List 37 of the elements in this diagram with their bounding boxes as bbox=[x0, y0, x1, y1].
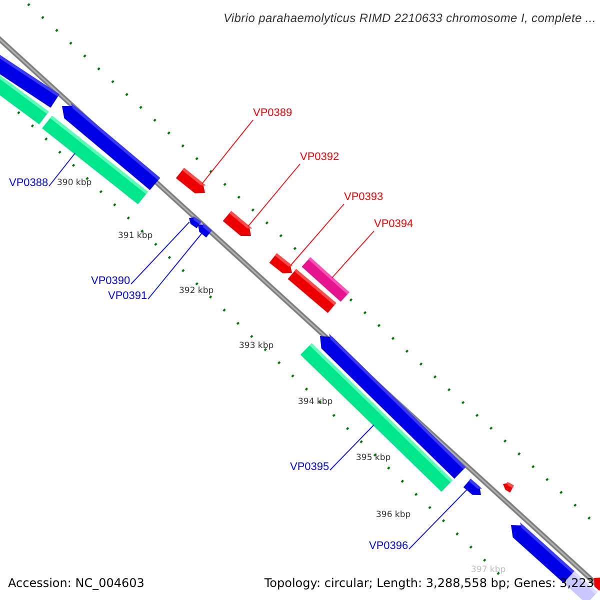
leader-line bbox=[202, 120, 254, 184]
gene-label: VP0392 bbox=[300, 151, 340, 164]
gene-feature bbox=[503, 482, 514, 492]
leader-line bbox=[290, 204, 344, 266]
position-label: 392 kbp bbox=[179, 286, 214, 296]
leader-line bbox=[331, 230, 374, 278]
leader-line bbox=[330, 424, 374, 471]
accession-text: Accession: NC_004603 bbox=[8, 575, 144, 592]
gene-label: VP0391 bbox=[108, 290, 148, 303]
position-label: 393 kbp bbox=[239, 341, 274, 351]
position-label: 394 kbp bbox=[298, 397, 333, 407]
position-label: 396 kbp bbox=[376, 510, 411, 520]
leader-line bbox=[148, 232, 203, 300]
genome-summary-text: Topology: circular; Length: 3,288,558 bp; Genes: 3,223 bbox=[264, 575, 594, 592]
leader-line bbox=[408, 488, 468, 550]
gene-label: VP0394 bbox=[374, 218, 414, 231]
gene-feature bbox=[176, 168, 206, 194]
leader-line bbox=[248, 164, 300, 227]
gene-feature bbox=[463, 478, 482, 495]
leader-line bbox=[48, 152, 76, 187]
gene-label: VP0390 bbox=[91, 275, 130, 288]
leader-line bbox=[130, 221, 190, 285]
gene-label: VP0396 bbox=[369, 540, 408, 553]
gene-label: VP0393 bbox=[344, 191, 384, 204]
position-label: 395 kbp bbox=[356, 453, 391, 463]
position-label: 390 kbp bbox=[57, 178, 92, 188]
gene-label: VP0388 bbox=[9, 177, 48, 190]
gene-feature bbox=[594, 578, 600, 590]
gene-label: VP0395 bbox=[290, 461, 330, 474]
gene-feature bbox=[222, 211, 252, 236]
map-title: Vibrio parahaemolyticus RIMD 2210633 chromosome I, complete ... bbox=[223, 10, 596, 27]
gene-feature bbox=[302, 257, 350, 302]
gene-feature bbox=[269, 253, 293, 274]
gene-feature bbox=[198, 223, 212, 238]
gene-feature bbox=[189, 216, 202, 228]
position-label: 391 kbp bbox=[118, 231, 153, 241]
gene-label: VP0389 bbox=[253, 107, 292, 120]
